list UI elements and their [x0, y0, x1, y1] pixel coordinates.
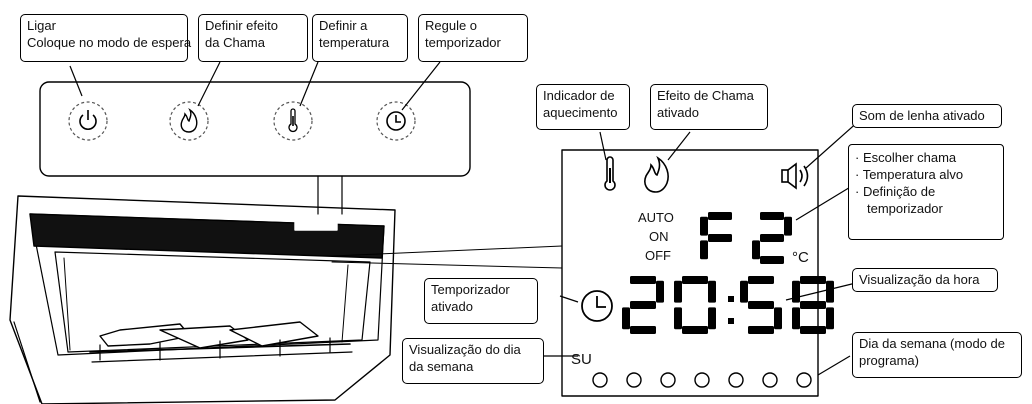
fireplace-unit	[9, 195, 396, 404]
segment-a	[800, 276, 826, 284]
segment-f	[674, 280, 682, 303]
weekday-dot	[592, 372, 608, 388]
lcd-display-box	[561, 149, 819, 397]
time-colon-dot	[728, 296, 734, 302]
segment-b	[656, 280, 664, 303]
callout-som-lenha: Som de lenha ativado	[852, 104, 1002, 128]
weekday-dot	[626, 372, 642, 388]
weekday-dot	[762, 372, 778, 388]
segment-a	[748, 276, 774, 284]
callout-temporizador-ativado: Temporizador ativado	[424, 278, 538, 324]
callout-definir-chama: Definir efeito da Chama	[198, 14, 308, 62]
callout-definir-temperatura: Definir a temperatura	[312, 14, 408, 62]
unit-label: °C	[792, 249, 809, 266]
callout-visualizacao-dia: Visualização do dia da semana	[402, 338, 544, 384]
flame-icon	[169, 101, 209, 141]
segment-a	[682, 276, 708, 284]
thermometer-icon	[273, 101, 313, 141]
weekday-dot	[796, 372, 812, 388]
segment-a	[630, 276, 656, 284]
power-icon	[68, 101, 108, 141]
segment-g	[630, 301, 656, 309]
segment-e	[622, 307, 630, 330]
weekday-label: SU	[571, 351, 592, 368]
control-panel-box	[39, 81, 471, 177]
callout-indicador-aquecimento: Indicador de aquecimento	[536, 84, 630, 130]
segment-d	[630, 326, 656, 334]
segment-g	[760, 234, 784, 242]
segment-a	[760, 212, 784, 220]
segment-a	[708, 212, 732, 220]
callout-efeito-chama: Efeito de Chama ativado	[650, 84, 768, 130]
weekday-dot	[660, 372, 676, 388]
callout-dia-semana-programa: Dia da semana (modo de programa)	[852, 332, 1022, 378]
segment-b	[708, 280, 716, 303]
timer-active-icon	[581, 290, 613, 322]
mode-on-label: ON	[649, 229, 669, 244]
callout-regule-temporizador: Regule o temporizador	[418, 14, 528, 62]
clock-icon	[376, 101, 416, 141]
segment-f	[792, 280, 800, 303]
segment-g	[708, 234, 732, 242]
segment-d	[760, 256, 784, 264]
lcd-flame-icon	[644, 155, 669, 193]
segment-d	[748, 326, 774, 334]
flame-setting-digits	[700, 212, 792, 264]
segment-b	[784, 216, 792, 236]
time-colon-dot	[728, 318, 734, 324]
segment-c	[774, 307, 782, 330]
lcd-heating-icon	[604, 156, 616, 191]
segment-c	[826, 307, 834, 330]
segment-d	[682, 326, 708, 334]
weekday-dot	[694, 372, 710, 388]
segment-g	[748, 301, 774, 309]
segment-e	[752, 240, 760, 260]
callout-ligar: Ligar Coloque no modo de espera	[20, 14, 191, 62]
weekday-dots	[592, 372, 812, 388]
segment-d	[800, 326, 826, 334]
speaker-icon	[781, 162, 809, 190]
segment-f	[740, 280, 748, 303]
weekday-dot	[728, 372, 744, 388]
segment-c	[708, 307, 716, 330]
time-digits	[622, 276, 834, 334]
segment-e	[674, 307, 682, 330]
mode-auto-label: AUTO	[638, 210, 674, 225]
callout-escolher-chama: · Escolher chama · Temperatura alvo · De…	[848, 144, 1004, 240]
segment-b	[826, 280, 834, 303]
segment-e	[792, 307, 800, 330]
callout-visualizacao-hora: Visualização da hora	[852, 268, 998, 292]
segment-g	[800, 301, 826, 309]
mode-off-label: OFF	[645, 248, 671, 263]
segment-e	[700, 240, 708, 260]
segment-f	[700, 216, 708, 236]
